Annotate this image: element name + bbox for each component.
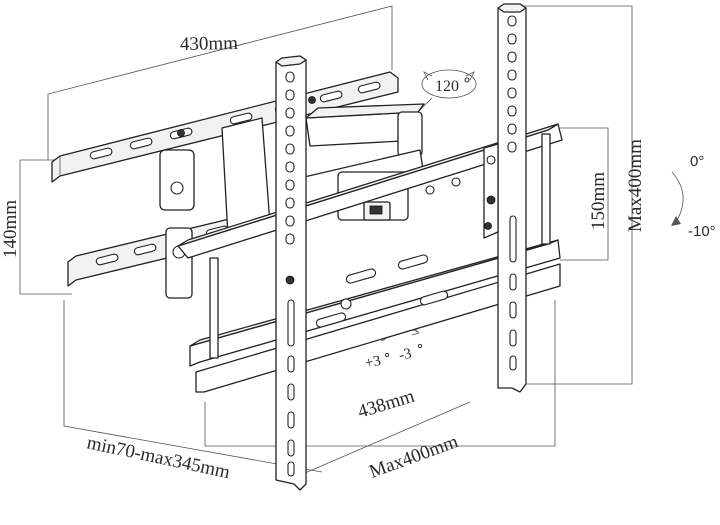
right-tv-bracket [483,3,527,393]
max-vertical-label: Max400mm [625,139,646,232]
bottom-max-label: Max400mm [367,431,462,483]
wall-plate [51,71,399,287]
left-height-label: 140mm [0,200,21,258]
left-bracket-holes [285,71,295,477]
level-plus-label: +3 [364,353,383,372]
tilt-bottom-label: -10° [688,223,716,240]
level-minus-label: -3 [398,346,414,364]
left-tv-bracket [275,55,307,491]
bottom-width-label: 438mm [355,386,417,423]
level-minus-degree-mark [417,343,423,349]
top-width-label: 430mm [180,33,239,55]
tilt-top-label: 0° [690,153,704,170]
panel-height-label: 150mm [588,172,609,230]
extension-label: min70-max345mm [85,432,232,483]
dimension-lines [19,5,684,477]
swivel-angle-label: 120 [435,78,459,95]
swivel-degree-mark [464,77,470,83]
level-plus-degree-mark [384,352,390,358]
right-bracket-holes [507,15,517,371]
